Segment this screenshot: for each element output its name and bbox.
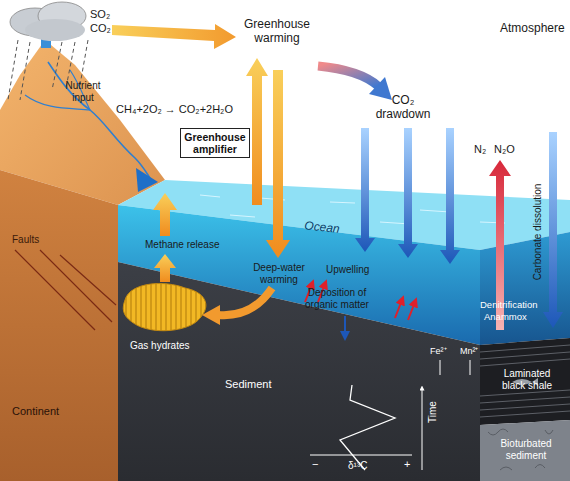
bioturbated-layer <box>480 420 570 481</box>
drawdown-arrow <box>398 128 418 258</box>
label-text: CO₂ drawdown <box>372 94 434 122</box>
box-text: Greenhouse amplifier <box>183 131 247 155</box>
upwelling-arrow <box>395 300 402 318</box>
emission-arrow <box>112 24 236 49</box>
label-text: Upwelling <box>326 264 369 276</box>
ion-flux <box>440 360 441 375</box>
lamina <box>480 359 570 366</box>
waves <box>200 195 505 224</box>
label-text: Nutrient input <box>60 80 106 103</box>
label-text: Mn²⁺ <box>460 346 479 356</box>
label-text: Bioturbated sediment <box>490 438 562 461</box>
sediment-face <box>118 262 480 481</box>
gas-hydrate-body <box>123 284 206 331</box>
lamina <box>480 390 570 396</box>
carbonate-arrow <box>543 132 563 328</box>
label-text: Greenhouse warming <box>238 18 316 46</box>
label-text: N₂ <box>474 143 486 156</box>
cloud <box>25 19 85 41</box>
label-text: SO₂ <box>90 8 110 21</box>
label-text: Anammox <box>484 312 527 323</box>
label-text: N₂O <box>494 143 515 156</box>
drawdown-arrow <box>440 128 460 264</box>
rain-line <box>20 42 30 100</box>
curved-arrowhead <box>202 305 220 325</box>
label-text: Atmosphere <box>500 22 565 36</box>
laminae <box>480 345 570 417</box>
label-text: δ¹³C <box>348 460 367 472</box>
graph-axis <box>310 455 412 456</box>
label-text: Time <box>427 401 439 423</box>
label-text: CH₄+2O₂ → CO₂+2H₂O <box>116 103 233 116</box>
label-text: Methane release <box>145 239 220 251</box>
fault-line <box>15 250 95 330</box>
warming-arrow <box>266 70 290 258</box>
rain-line <box>8 40 18 100</box>
label-text: CO₂ <box>90 22 111 35</box>
curved-arrow <box>318 66 378 86</box>
lamina <box>480 404 570 410</box>
deposition-arrow <box>344 316 346 336</box>
label-text: Denitrification <box>480 300 538 311</box>
fault-line <box>40 250 112 322</box>
ion-flux <box>470 360 471 375</box>
label-text: Sediment <box>225 378 271 391</box>
upwelling-arrow <box>408 302 415 320</box>
continent-face <box>0 170 118 481</box>
fault-line <box>60 255 116 305</box>
label-text: Deep-water warming <box>248 262 310 285</box>
drawdown-arrow <box>355 128 375 252</box>
lamina <box>480 411 570 417</box>
label-text: + <box>404 458 410 471</box>
curved-arrow <box>218 288 272 315</box>
text-box: Greenhouse amplifier <box>180 128 250 158</box>
lamina <box>480 352 570 359</box>
black-shale <box>480 338 570 425</box>
label-text: Gas hydrates <box>130 340 189 352</box>
isotope-curve <box>340 385 395 470</box>
river <box>48 62 150 178</box>
label-text: − <box>312 458 318 471</box>
lamina <box>480 397 570 403</box>
label-text: Fe²⁺ <box>430 346 447 356</box>
methane-arrow <box>154 254 176 282</box>
curved-arrowhead <box>369 77 392 100</box>
label-text: Carbonate dissolution <box>532 184 544 281</box>
label-text: Faults <box>12 234 39 246</box>
rain-line <box>52 42 62 90</box>
rain-line <box>80 40 88 85</box>
lamina <box>480 345 570 352</box>
label-text: Continent <box>12 405 59 418</box>
graph-axis <box>422 388 423 470</box>
label-text: Deposition of organic matter <box>300 287 374 310</box>
label-text: Laminated black shale <box>495 368 559 391</box>
methane-arrow <box>153 193 177 236</box>
